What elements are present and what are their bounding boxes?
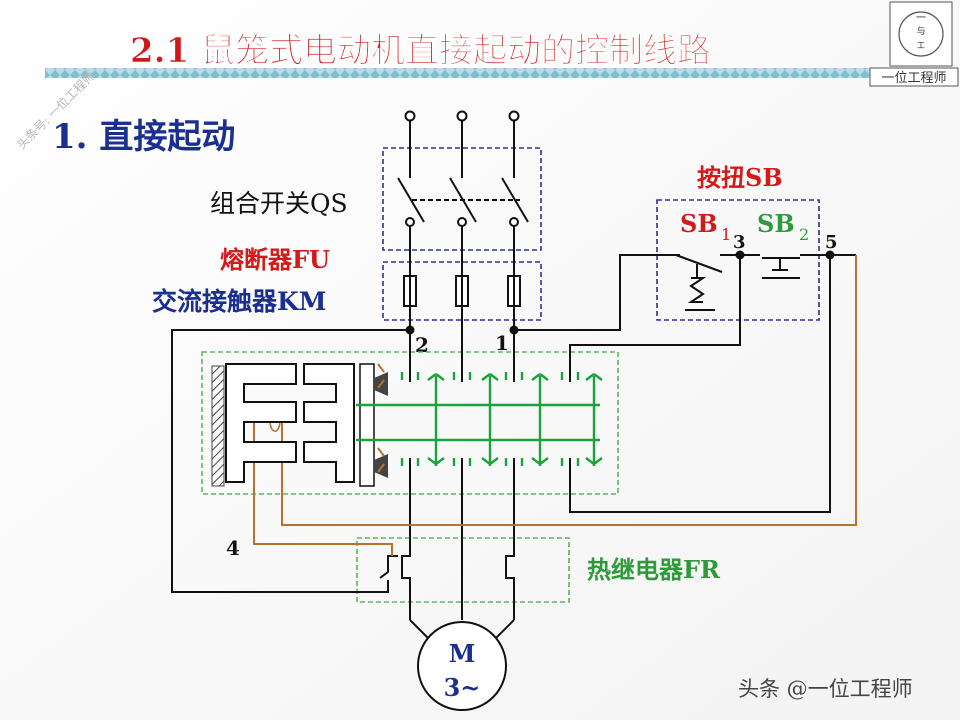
motor-label-phase: 3~: [444, 673, 481, 702]
label-qs: 组合开关QS: [210, 189, 348, 218]
svg-text:工: 工: [917, 41, 925, 50]
label-km: 交流接触器KM: [152, 287, 326, 316]
control-wires: [171, 250, 856, 593]
node-label-5: 5: [825, 232, 838, 253]
power-lines: [397, 110, 529, 643]
label-fr: 热继电器FR: [587, 555, 721, 584]
section-heading: 1. 直接起动: [52, 117, 235, 157]
node-label-4: 4: [226, 536, 240, 560]
km-fixed-contacts: [409, 372, 571, 468]
badge-logo-icon: [898, 11, 944, 57]
node-label-2: 2: [415, 333, 429, 357]
corner-badge-text: 一位工程师: [881, 71, 946, 86]
svg-text:一: 一: [916, 13, 926, 24]
label-sb1-sub: 1: [721, 225, 731, 244]
node-label-3: 3: [733, 232, 746, 253]
fu-box: [382, 261, 542, 321]
contactor-core: [211, 363, 388, 487]
label-sb2-sub: 2: [799, 225, 809, 244]
title-underline-band: [45, 68, 885, 78]
label-sb1: SB: [680, 209, 718, 238]
corner-badge: 一 与 工 一位工程师: [869, 1, 959, 87]
motor-label-m: M: [449, 639, 476, 668]
bottom-watermark: 头条 @一位工程师: [738, 677, 913, 701]
label-sb2: SB: [757, 209, 795, 238]
label-sb-group: 按扭SB: [697, 163, 783, 192]
km-contacts: [356, 372, 603, 466]
sb-box: [656, 199, 820, 321]
label-fu: 熔断器FU: [220, 245, 330, 274]
motor: M 3~: [417, 621, 507, 711]
page-title: 2.1 鼠笼式电动机直接起动的控制线路: [130, 31, 712, 71]
node-label-1: 1: [495, 331, 509, 355]
svg-text:与: 与: [916, 26, 925, 37]
